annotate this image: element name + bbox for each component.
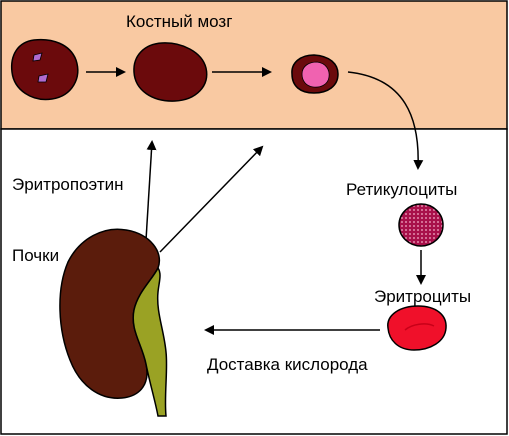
oxygen-delivery-label: Доставка кислорода xyxy=(207,355,368,374)
erythrocytes-label: Эритроциты xyxy=(374,287,472,306)
erythrocyte-cell xyxy=(387,305,447,351)
nucleus-fragment xyxy=(32,52,43,62)
reticulocytes-label: Ретикулоциты xyxy=(346,180,458,199)
erythropoietin-arrow xyxy=(145,140,157,241)
ureter xyxy=(132,266,168,417)
erythropoietin-label: Эритропоэтин xyxy=(12,175,124,194)
normoblast-cell xyxy=(291,54,339,94)
reticulocyte-cell xyxy=(398,203,444,247)
bone-marrow-band xyxy=(0,0,508,130)
erythropoietin-arrow xyxy=(159,145,264,253)
bone-marrow-label: Костный мозг xyxy=(126,12,233,31)
nucleus-fragment xyxy=(37,73,49,83)
progenitor-cell xyxy=(133,42,208,102)
stem-cell xyxy=(10,38,79,101)
kidney xyxy=(59,228,168,417)
kidneys-label: Почки xyxy=(12,246,60,265)
flow-arrow xyxy=(347,71,424,170)
pink-nucleus xyxy=(301,61,330,88)
